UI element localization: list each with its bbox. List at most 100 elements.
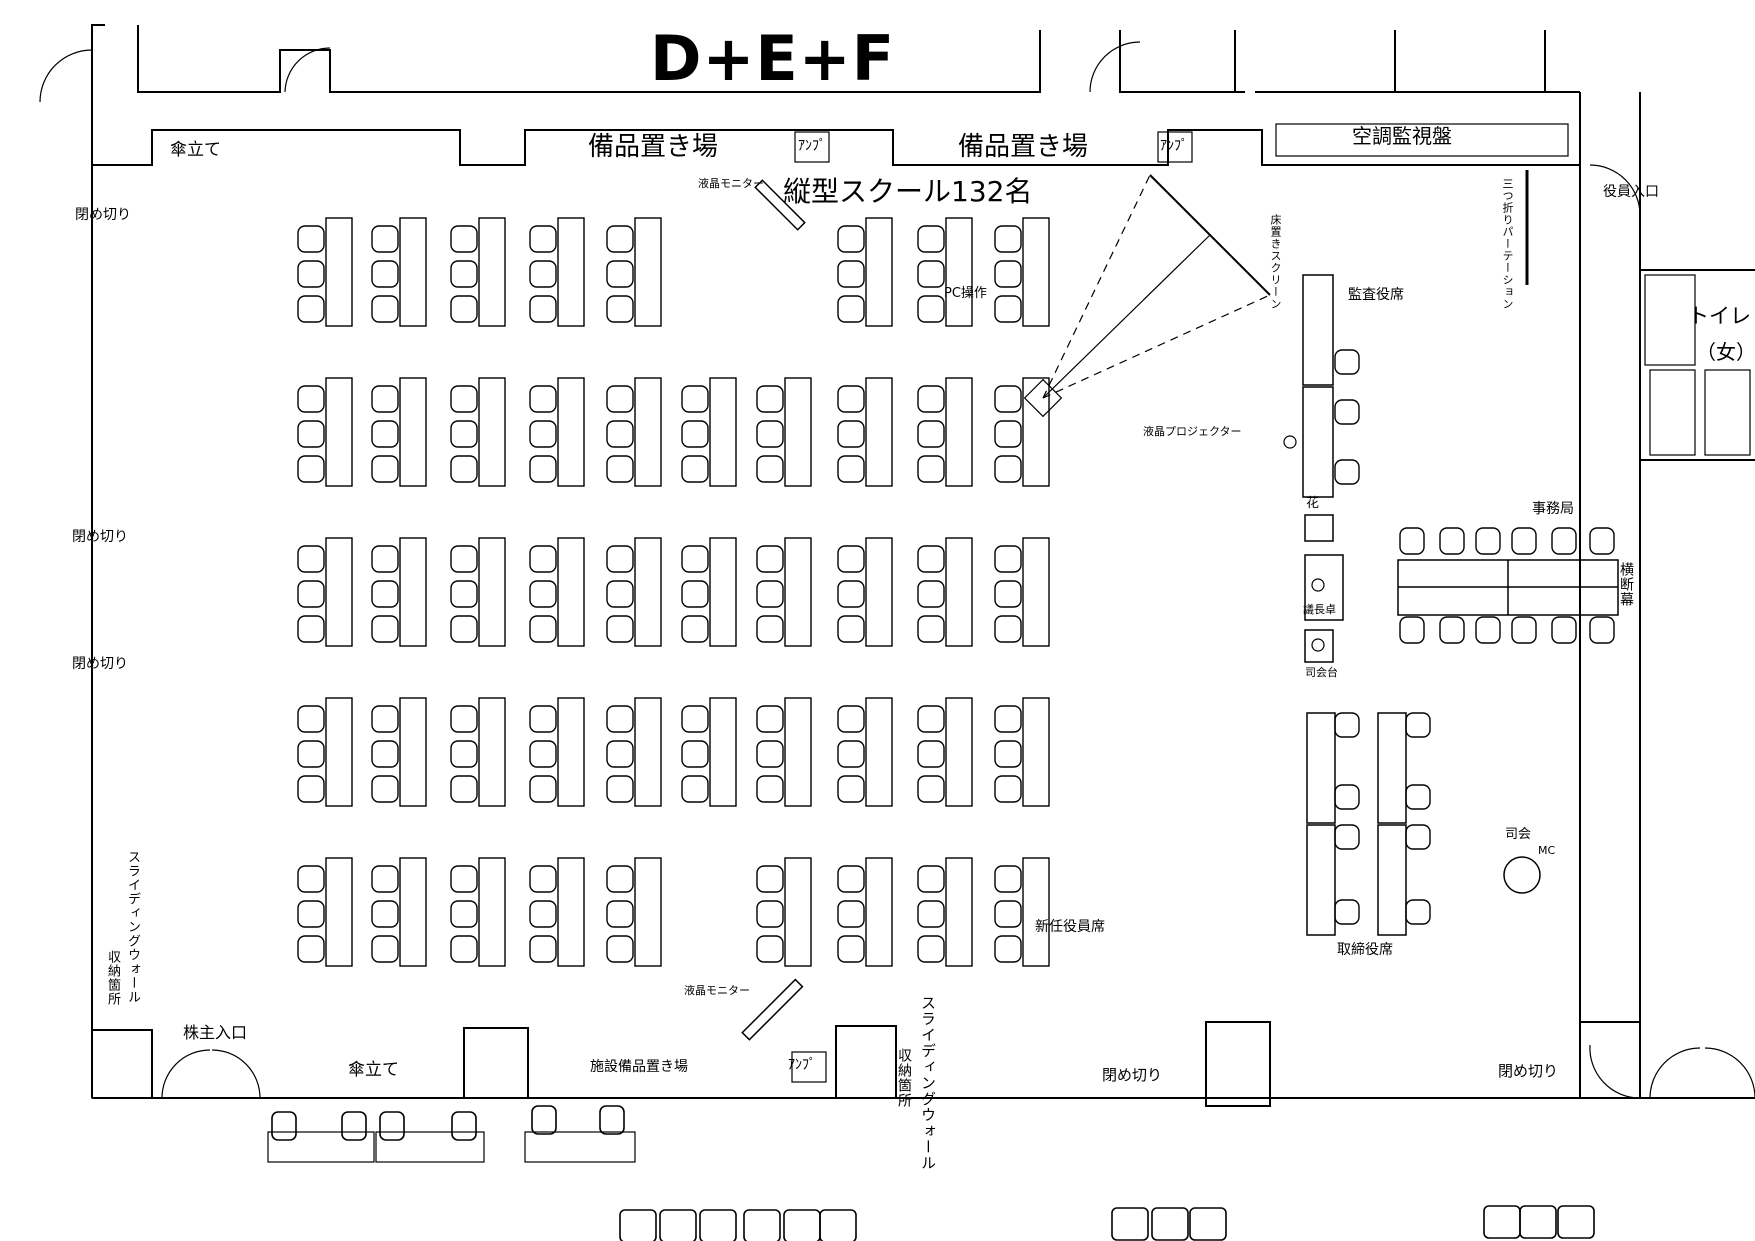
- desk: [709, 537, 737, 647]
- sliding-wall-left-label: スライディングウォール: [125, 850, 140, 1004]
- chair: [917, 705, 945, 733]
- chair: [297, 705, 325, 733]
- chair: [1589, 527, 1615, 555]
- chair: [529, 295, 557, 323]
- chair: [756, 545, 784, 573]
- umbrella-bottom-label: 傘立て: [348, 1060, 399, 1080]
- lobby-sofa-seat: [783, 1209, 821, 1241]
- desk: [1022, 217, 1050, 327]
- chair: [837, 865, 865, 893]
- desk: [1022, 697, 1050, 807]
- chair: [371, 545, 399, 573]
- chair: [994, 260, 1022, 288]
- chair: [1405, 784, 1431, 810]
- chair: [297, 935, 325, 963]
- chair: [756, 775, 784, 803]
- flower-label: 花: [1306, 496, 1320, 511]
- desk: [325, 697, 353, 807]
- chair: [917, 225, 945, 253]
- chair: [1589, 616, 1615, 644]
- storage-right-label: 備品置き場: [958, 132, 1089, 162]
- lobby-chair: [341, 1111, 367, 1141]
- chair: [371, 260, 399, 288]
- chair: [606, 455, 634, 483]
- desk: [784, 377, 812, 487]
- chair: [917, 775, 945, 803]
- chair: [837, 705, 865, 733]
- chair: [1399, 527, 1425, 555]
- chair: [1475, 527, 1501, 555]
- chair: [837, 420, 865, 448]
- chair: [371, 615, 399, 643]
- chair: [450, 865, 478, 893]
- chair: [297, 865, 325, 893]
- chair: [1551, 527, 1577, 555]
- chair: [1439, 527, 1465, 555]
- chair: [529, 775, 557, 803]
- shareholder-entrance-label: 株主入口: [183, 1023, 248, 1042]
- lobby-chairs: [271, 1105, 1595, 1241]
- chair: [837, 385, 865, 413]
- chair: [450, 900, 478, 928]
- chair: [529, 935, 557, 963]
- amp-right-label: ｱﾝﾌﾟ: [1160, 138, 1188, 154]
- chair: [837, 935, 865, 963]
- desk: [399, 857, 427, 967]
- sliding-wall-bottom-label: スライディングウォール: [919, 995, 937, 1171]
- closed-label-2: 閉め切り: [72, 529, 128, 545]
- chair: [681, 580, 709, 608]
- chair: [529, 225, 557, 253]
- lobby-chair: [379, 1111, 405, 1141]
- chair: [529, 260, 557, 288]
- chair: [1439, 616, 1465, 644]
- lobby-sofa-seat: [1189, 1207, 1227, 1241]
- chair: [371, 295, 399, 323]
- chair: [917, 420, 945, 448]
- chair: [606, 385, 634, 413]
- chair: [681, 705, 709, 733]
- lobby-sofa-seat: [819, 1209, 857, 1241]
- chair: [681, 545, 709, 573]
- chair: [450, 260, 478, 288]
- chair: [371, 225, 399, 253]
- chair: [681, 420, 709, 448]
- hvac-panel-label: 空調監視盤: [1352, 124, 1452, 148]
- auditor-seats-label: 監査役席: [1348, 287, 1404, 303]
- chair: [917, 865, 945, 893]
- chair: [297, 385, 325, 413]
- chair: [371, 705, 399, 733]
- chair: [917, 385, 945, 413]
- chair: [994, 455, 1022, 483]
- chair: [1511, 527, 1537, 555]
- chair: [1334, 784, 1360, 810]
- chair: [917, 615, 945, 643]
- chair: [529, 580, 557, 608]
- desk: [945, 537, 973, 647]
- chair: [837, 900, 865, 928]
- chair: [297, 580, 325, 608]
- chair: [371, 420, 399, 448]
- chair: [606, 260, 634, 288]
- desk: [1022, 857, 1050, 967]
- pc-operation-label: PC操作: [944, 286, 987, 301]
- chair: [756, 420, 784, 448]
- chair: [1405, 712, 1431, 738]
- chair: [756, 935, 784, 963]
- chair: [756, 900, 784, 928]
- chair: [606, 580, 634, 608]
- lobby-sofa-seat: [659, 1209, 697, 1241]
- facility-storage-label: 施設備品置き場: [590, 1059, 688, 1075]
- chair: [529, 455, 557, 483]
- chair: [681, 615, 709, 643]
- chair: [371, 385, 399, 413]
- chair: [756, 385, 784, 413]
- sliding-storage-left-label: 収納箇所: [105, 950, 120, 1006]
- chair: [994, 420, 1022, 448]
- chair: [837, 615, 865, 643]
- chair: [606, 865, 634, 893]
- desk: [557, 697, 585, 807]
- desk: [325, 377, 353, 487]
- lobby-sofa-seat: [619, 1209, 657, 1241]
- chair: [994, 900, 1022, 928]
